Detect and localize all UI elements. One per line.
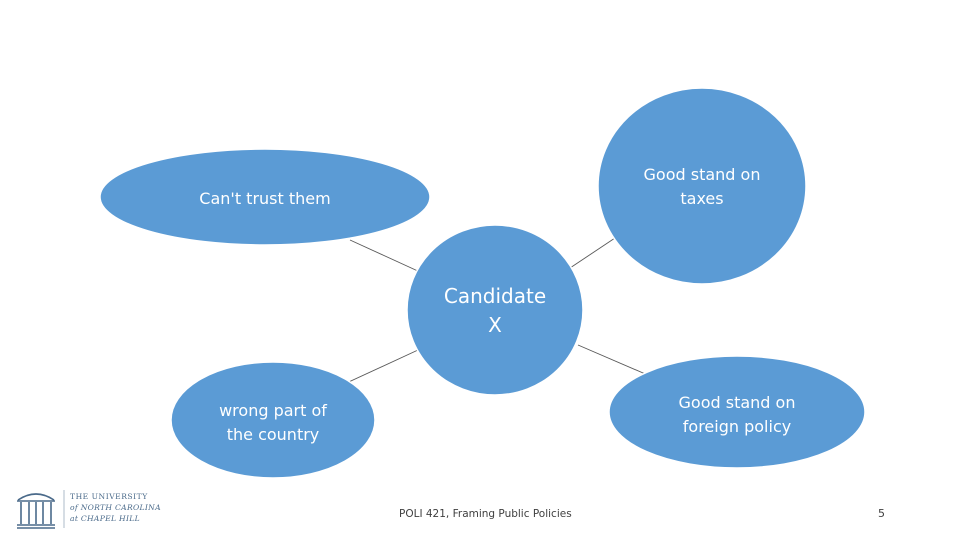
connector-bottom-left	[339, 349, 419, 387]
node-top-left: Can't trust them	[99, 148, 431, 246]
node-bottom-right-label-2: foreign policy	[683, 417, 791, 436]
connector-top-left	[349, 239, 421, 273]
node-center: Candidate X	[406, 224, 584, 396]
old-well-icon	[17, 493, 55, 529]
logo-line-2: of NORTH CAROLINA	[70, 503, 161, 512]
connectors	[339, 237, 651, 387]
unc-logo: THE UNIVERSITY of NORTH CAROLINA at CHAP…	[17, 490, 161, 529]
node-top-right-label-1: Good stand on	[644, 165, 761, 184]
footer-course-title: POLI 421, Framing Public Policies	[399, 508, 572, 520]
node-bottom-left: wrong part of the country	[170, 361, 376, 479]
node-center-label-1: Candidate	[444, 284, 546, 308]
node-bottom-left-label-2: the country	[227, 425, 320, 444]
node-top-right-label-2: taxes	[680, 189, 723, 208]
node-center-label-2: X	[488, 313, 502, 337]
logo-line-1: THE UNIVERSITY	[70, 492, 148, 501]
connector-top-right	[569, 237, 616, 269]
footer-page-number: 5	[878, 507, 885, 520]
node-top-left-label: Can't trust them	[199, 189, 330, 208]
node-bottom-right-label-1: Good stand on	[679, 393, 796, 412]
connector-bottom-right	[577, 344, 651, 377]
logo-line-3: at CHAPEL HILL	[70, 514, 140, 523]
node-bottom-right: Good stand on foreign policy	[608, 355, 866, 469]
node-top-right: Good stand on taxes	[597, 87, 807, 285]
node-bottom-left-label-1: wrong part of	[219, 401, 327, 420]
